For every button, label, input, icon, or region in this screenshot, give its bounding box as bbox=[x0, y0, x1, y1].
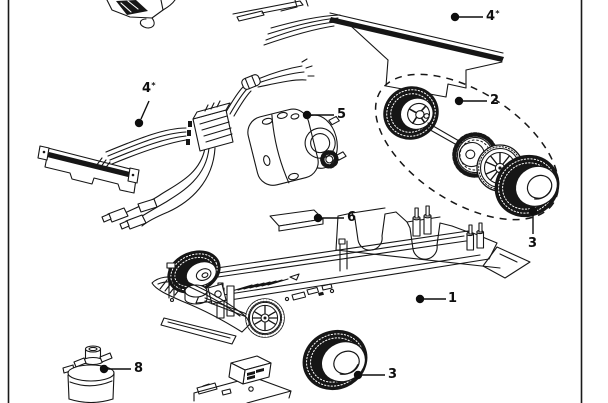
callout-1 bbox=[415, 294, 446, 304]
callout-5 bbox=[302, 110, 334, 120]
callout-4-strip bbox=[450, 12, 483, 22]
grouping-dashed-ellipse bbox=[374, 73, 560, 221]
callout-label-strip: 4* bbox=[486, 9, 500, 24]
front-axle-tire bbox=[167, 250, 221, 294]
rear-axle-wheel-set bbox=[374, 73, 560, 221]
front-wheel bbox=[245, 298, 285, 338]
callout-label-motor: 5 bbox=[337, 107, 347, 122]
guide-keel bbox=[62, 345, 115, 403]
rear-tire bbox=[494, 154, 560, 218]
callout-label-harness: 4* bbox=[142, 81, 156, 96]
callout-leaders bbox=[99, 12, 538, 380]
chassis bbox=[151, 205, 531, 345]
callout-2 bbox=[454, 96, 487, 106]
callout-6 bbox=[313, 213, 344, 223]
callout-3-bottom bbox=[353, 370, 385, 380]
callout-label-guide: 8 bbox=[134, 361, 144, 376]
callout-8 bbox=[99, 364, 131, 374]
callout-label-axle-set: 2 bbox=[490, 93, 500, 108]
callout-label-chassis: 1 bbox=[448, 291, 458, 306]
page-frame bbox=[7, 0, 583, 403]
contact-strip bbox=[263, 12, 504, 98]
magnet bbox=[269, 209, 324, 232]
front-tire bbox=[302, 329, 368, 391]
rear-wheel-left bbox=[383, 86, 439, 140]
callout-label-front-tire: 3 bbox=[388, 367, 398, 382]
motor bbox=[247, 108, 347, 186]
callout-label-rear-tire: 3 bbox=[528, 236, 538, 251]
decoder-mount-plate bbox=[193, 355, 292, 403]
callout-3-right bbox=[528, 206, 538, 234]
callout-4-harness bbox=[134, 100, 150, 128]
wiring-harness bbox=[37, 58, 315, 230]
callout-label-magnet: 6 bbox=[347, 210, 357, 225]
body-shell-fragment bbox=[106, 0, 309, 29]
